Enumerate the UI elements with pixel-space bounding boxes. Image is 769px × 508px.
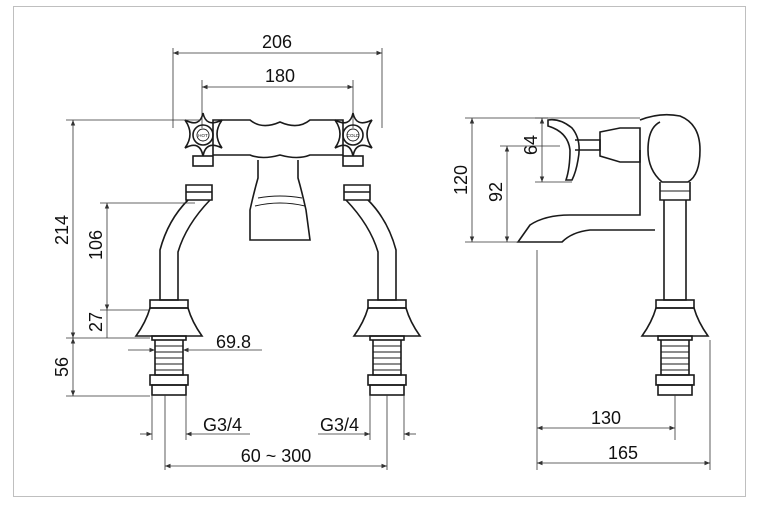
label-27: 27: [86, 312, 106, 332]
dim-165: 165: [537, 340, 711, 470]
body-bar: [212, 119, 344, 159]
dim-130: 130: [536, 250, 676, 470]
label-thread-right: G3/4: [320, 415, 359, 435]
hot-indicator-text: HOT: [198, 133, 208, 138]
label-69-8: 69.8: [216, 332, 251, 352]
base-right: [352, 299, 422, 396]
dim-180: 180: [201, 66, 354, 128]
side-body: [639, 113, 701, 183]
side-handle: [547, 118, 580, 181]
label-120: 120: [451, 165, 471, 195]
side-riser: [663, 200, 687, 301]
dim-206: 206: [172, 32, 383, 128]
dim-92: 92: [486, 145, 560, 242]
riser-right: [345, 199, 397, 301]
handle-hot: HOT: [184, 112, 223, 167]
label-92: 92: [486, 182, 506, 202]
side-spout: [516, 150, 655, 243]
dim-27: 27: [66, 309, 150, 339]
front-view: 206 180 HOT COLD: [52, 32, 422, 470]
label-106: 106: [86, 230, 106, 260]
nut-left: [185, 184, 213, 201]
side-view: 120 92 64 130 165: [451, 113, 711, 470]
spout-front: [249, 160, 311, 241]
base-left: [134, 299, 204, 396]
label-206: 206: [262, 32, 292, 52]
label-130: 130: [591, 408, 621, 428]
label-64: 64: [521, 135, 541, 155]
label-165: 165: [608, 443, 638, 463]
cold-indicator-text: COLD: [347, 133, 360, 138]
nut-right: [343, 184, 371, 201]
dim-214: 214: [52, 119, 200, 338]
dim-56: 56: [52, 338, 150, 397]
label-214: 214: [52, 215, 72, 245]
dim-spread: 60 ~ 300: [165, 446, 387, 469]
drawing-frame: [13, 6, 746, 497]
label-180: 180: [265, 66, 295, 86]
dim-thread-right: G3/4: [318, 395, 416, 470]
label-spread: 60 ~ 300: [241, 446, 312, 466]
label-thread-left: G3/4: [203, 415, 242, 435]
riser-left: [159, 199, 211, 301]
dim-106: 106: [86, 202, 195, 310]
dim-64: 64: [521, 117, 572, 183]
label-56: 56: [52, 357, 72, 377]
handle-cold: COLD: [334, 112, 373, 167]
dim-thread-left: G3/4: [140, 395, 250, 470]
dim-120: 120: [451, 117, 640, 243]
dim-69-8: 69.8: [128, 332, 262, 353]
